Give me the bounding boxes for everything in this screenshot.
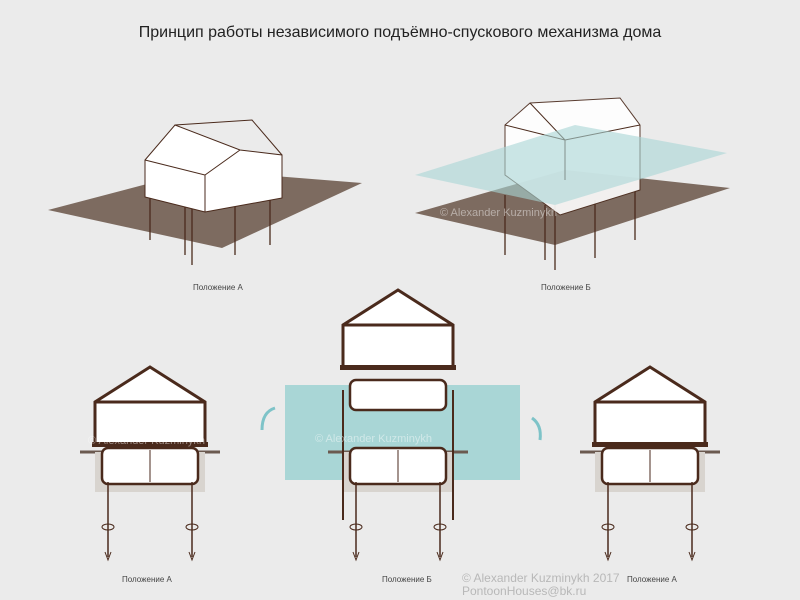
label-top-right: Положение Б <box>541 283 591 292</box>
section-center: © Alexander Kuzminykh <box>260 288 542 562</box>
label-top-left: Положение А <box>193 283 243 292</box>
water-plane <box>415 125 727 205</box>
label-bottom-center: Положение Б <box>382 575 432 584</box>
copyright: © Alexander Kuzminykh 2017 PontoonHouses… <box>462 572 620 598</box>
arrow-up-icon <box>260 406 276 431</box>
iso-position-b: © Alexander Kuzminykh <box>415 97 730 270</box>
section-left: © Alexander Kuzminykh <box>78 365 222 562</box>
page-title: Принцип работы независимого подъёмно-спу… <box>138 24 662 41</box>
label-bottom-right: Положение А <box>627 575 677 584</box>
copyright-line1: © Alexander Kuzminykh 2017 <box>462 571 620 585</box>
watermark: © Alexander Kuzminykh <box>88 435 205 447</box>
label-bottom-left: Положение А <box>122 575 172 584</box>
iso-position-a <box>48 119 362 265</box>
watermark: © Alexander Kuzminykh <box>440 207 557 219</box>
watermark: © Alexander Kuzminykh <box>315 433 432 445</box>
arrow-down-icon <box>531 416 542 441</box>
copyright-email: PontoonHouses@bk.ru <box>462 584 587 598</box>
section-right <box>578 365 722 562</box>
